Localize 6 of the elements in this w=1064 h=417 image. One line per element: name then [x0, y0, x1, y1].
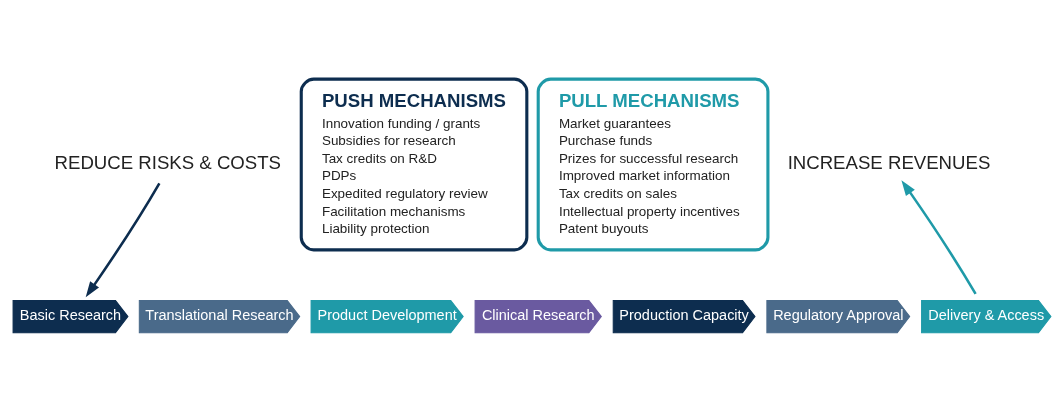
node-text: REDUCE RISKS & COSTS: [54, 151, 281, 173]
node-box: PUSH MECHANISMS Innovation funding / grants Subsidies for research Tax credits on R&D PDPs Expedited regulatory review Facilitation mechanisms Liability protection: [299, 77, 529, 251]
node-text: INCREASE REVENUES: [787, 151, 991, 173]
node-box: PULL MECHANISMS Market guarantees Purchase funds Prizes for successful research Improved market information Tax credits on sales Intellectual property incentives Patent buyouts: [536, 77, 770, 251]
arrow: [901, 179, 977, 295]
arrow: [85, 182, 161, 297]
